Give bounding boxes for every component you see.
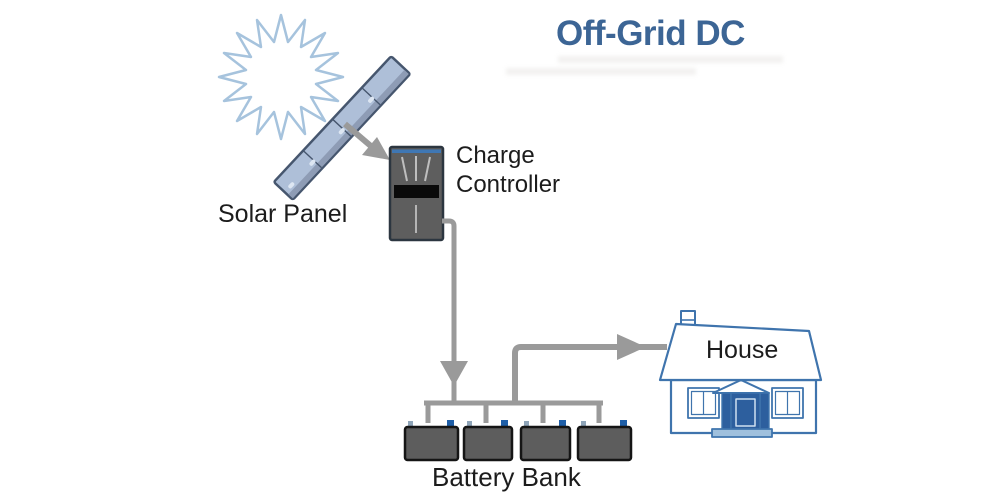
terminal-negative	[467, 421, 472, 427]
house-icon	[658, 310, 823, 438]
terminal-negative	[408, 421, 413, 427]
terminal-negative	[581, 421, 586, 427]
window	[771, 387, 804, 419]
battery-icon	[576, 420, 633, 462]
sun-icon	[217, 13, 345, 141]
terminal-positive	[559, 420, 566, 427]
arrowhead-icon	[362, 137, 390, 160]
door	[730, 392, 761, 431]
battery-bank-label: Battery Bank	[432, 462, 581, 492]
battery-icon	[403, 420, 460, 462]
controller-display-band	[394, 185, 439, 198]
controller-blue-stripe	[392, 149, 441, 153]
terminal-positive	[501, 420, 508, 427]
battery-bank-group	[403, 420, 633, 462]
wire-controller-to-battery	[440, 218, 468, 401]
charge-controller-icon	[388, 145, 445, 242]
terminal-positive	[620, 420, 627, 427]
arrow-panel-to-controller	[343, 121, 390, 160]
page-title: Off-Grid DC	[556, 14, 745, 53]
battery-icon	[462, 420, 514, 462]
portico-column	[721, 392, 732, 431]
battery-bus-wires	[424, 400, 603, 423]
faded-artifact	[558, 56, 783, 63]
house-label: House	[706, 336, 779, 364]
wire-battery-to-house	[512, 334, 667, 401]
portico-column	[759, 392, 770, 431]
faded-artifact	[506, 68, 696, 75]
arrowhead-right-icon	[617, 334, 646, 360]
house-roof	[658, 322, 823, 382]
terminal-positive	[447, 420, 454, 427]
terminal-negative	[524, 421, 529, 427]
door-step	[711, 428, 773, 438]
solar-panel-icon	[273, 55, 411, 201]
charge-controller-label: Charge Controller	[456, 142, 561, 198]
solar-panel-label: Solar Panel	[218, 200, 348, 228]
arrowhead-down-icon	[440, 361, 468, 386]
battery-icon	[519, 420, 572, 462]
